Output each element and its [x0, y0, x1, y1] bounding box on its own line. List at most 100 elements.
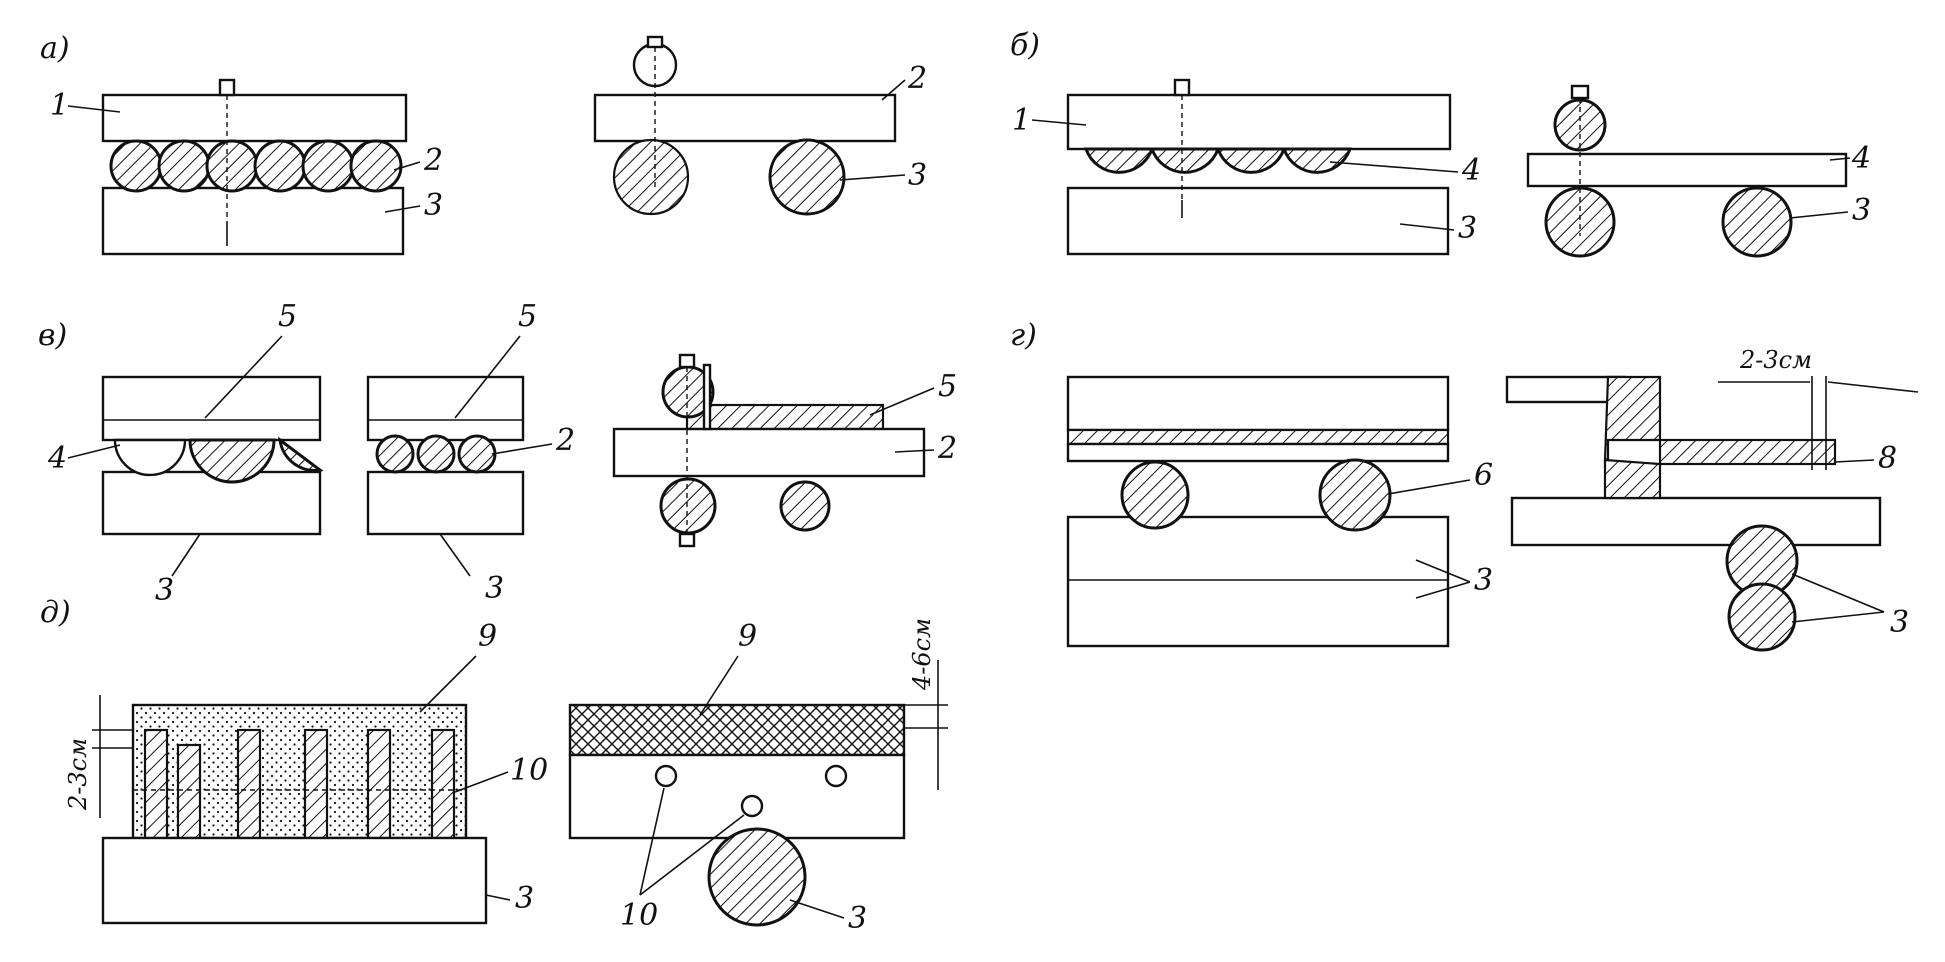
rebar: [1215, 147, 1287, 174]
panel-letter: д): [40, 595, 71, 630]
bottom-plate: [101, 186, 405, 256]
callout-3: 3: [1890, 605, 1909, 640]
bottom-plate: [101, 836, 488, 925]
rebar-hole: [740, 794, 764, 818]
rebar: [1120, 460, 1190, 530]
callout-6: 6: [1474, 458, 1493, 493]
callout-5: 5: [518, 299, 537, 334]
leader-line: [439, 533, 471, 577]
fastener-head: [1173, 78, 1191, 97]
callout-5: 5: [278, 299, 297, 334]
callout-1: 1: [1012, 103, 1031, 138]
top-plate: [1066, 93, 1452, 151]
panel-letter: а): [40, 31, 70, 66]
panel-letter: в): [38, 318, 67, 353]
rebar: [1083, 147, 1155, 174]
leader-line: [67, 444, 121, 459]
leader-line: [454, 771, 509, 793]
leader-line: [699, 655, 739, 716]
panel-g: г) 6 3 2-3см 8 3: [1010, 318, 1919, 652]
leader-line: [1834, 459, 1875, 463]
callout-3: 3: [1474, 563, 1493, 598]
callout-3: 3: [155, 573, 174, 608]
top-rebar-strip: [685, 403, 885, 431]
rebar: [1149, 147, 1221, 174]
rebar: [1281, 147, 1353, 174]
rebar: [113, 438, 187, 477]
rebar: [659, 477, 717, 535]
rebar: [188, 438, 276, 484]
callout-3: 3: [908, 158, 927, 193]
bracket: [702, 363, 712, 431]
callout-4: 4: [47, 441, 67, 476]
bottom-plate: [101, 470, 322, 536]
rebar: [375, 434, 415, 474]
leader-line: [639, 787, 665, 896]
dimension-label: 4-6см: [908, 618, 936, 691]
bottom-plate: [366, 470, 525, 536]
leader-line: [639, 814, 745, 896]
callout-2: 2: [907, 61, 927, 96]
leader-line: [393, 161, 421, 171]
rebar: [278, 436, 324, 472]
callout-9: 9: [738, 619, 757, 654]
leader-line: [1415, 581, 1471, 599]
leader-line: [1329, 161, 1459, 173]
rebar-bar: [430, 728, 456, 840]
leader-line: [171, 533, 201, 577]
leader-line: [1387, 479, 1471, 495]
callout-9: 9: [478, 619, 497, 654]
dimension-label: 2-3см: [64, 738, 92, 811]
concrete-layer: [568, 703, 906, 757]
bracket-base: [1603, 458, 1662, 500]
plate: [1526, 152, 1848, 188]
rebar-bar: [366, 728, 392, 840]
rebar-bar: [303, 728, 329, 840]
fastener-head: [646, 35, 664, 49]
bottom-plate: [1066, 186, 1450, 256]
rebar: [157, 139, 211, 193]
rebar: [779, 480, 831, 532]
leader-line: [894, 449, 935, 453]
leader-line: [1789, 211, 1849, 219]
leader-line: [67, 105, 121, 113]
callout-10: 10: [620, 898, 658, 933]
callout-2: 2: [937, 431, 957, 466]
bracket: [1603, 375, 1662, 462]
bottom-plate: [1066, 515, 1450, 648]
callout-3: 3: [424, 188, 443, 223]
dimension-arrow: [1827, 381, 1919, 393]
plate: [593, 93, 897, 143]
leader-line: [1399, 223, 1455, 231]
panel-b: б) 1 4 3 4 3: [1010, 28, 1871, 258]
callout-1: 1: [50, 88, 69, 123]
leader-line: [1791, 611, 1885, 623]
rebar-mesh: [1658, 438, 1837, 466]
callout-4: 4: [1461, 153, 1481, 188]
rebar-mesh: [1066, 428, 1450, 446]
rebar-bar: [143, 728, 169, 840]
rebar-bar: [236, 728, 262, 840]
callout-3: 3: [848, 901, 867, 936]
rebar: [768, 138, 846, 216]
panel-letter: б): [1010, 28, 1040, 63]
rebar: [205, 139, 259, 193]
leader-line: [485, 894, 511, 901]
leader-line: [454, 335, 521, 419]
leader-line: [419, 655, 477, 713]
fastener-head: [1570, 84, 1590, 100]
callout-3: 3: [485, 571, 504, 606]
callout-2: 2: [423, 143, 443, 178]
leader-line: [1791, 573, 1885, 613]
callout-8: 8: [1878, 441, 1897, 476]
panel-a: а) 1 2 3 2 3: [40, 31, 927, 256]
leader-line: [839, 174, 906, 181]
fastener-head: [678, 532, 696, 548]
callout-3: 3: [515, 881, 534, 916]
rebar: [457, 434, 497, 474]
top-plate: [366, 375, 525, 442]
leader-line: [881, 79, 906, 101]
plate: [612, 427, 926, 478]
callout-4: 4: [1851, 141, 1871, 176]
